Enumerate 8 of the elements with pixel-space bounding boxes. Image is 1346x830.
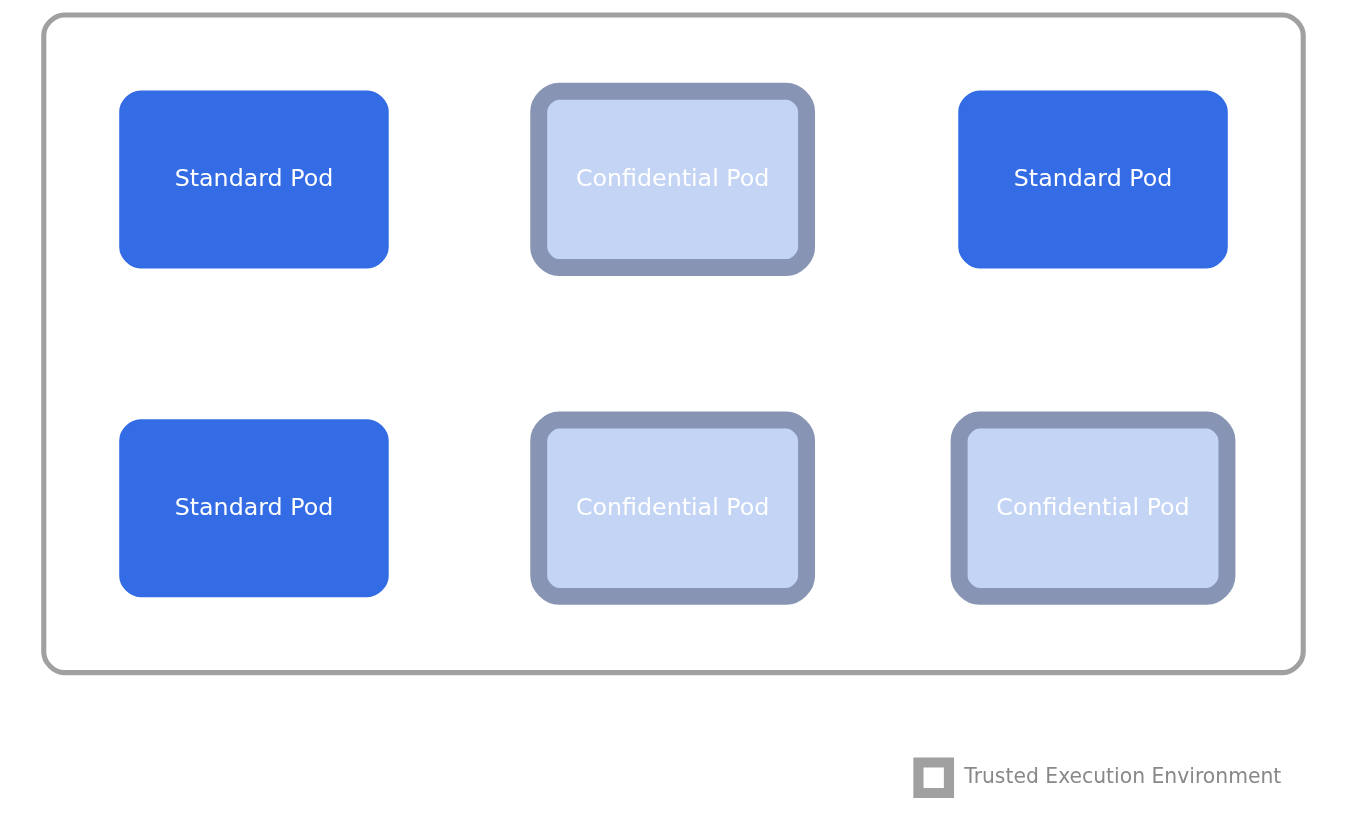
node-box: Confidential Pod bbox=[950, 411, 1235, 605]
legend-label: Trusted Execution Environment bbox=[963, 764, 1281, 788]
node-box: Confidential Pod bbox=[529, 411, 815, 605]
cluster bbox=[40, 12, 1306, 676]
node-box: Standard Pod bbox=[118, 419, 389, 598]
node-box: Confidential Pod bbox=[529, 82, 815, 276]
node-box: Standard Pod bbox=[957, 90, 1228, 269]
node-box: Standard Pod bbox=[118, 90, 389, 269]
